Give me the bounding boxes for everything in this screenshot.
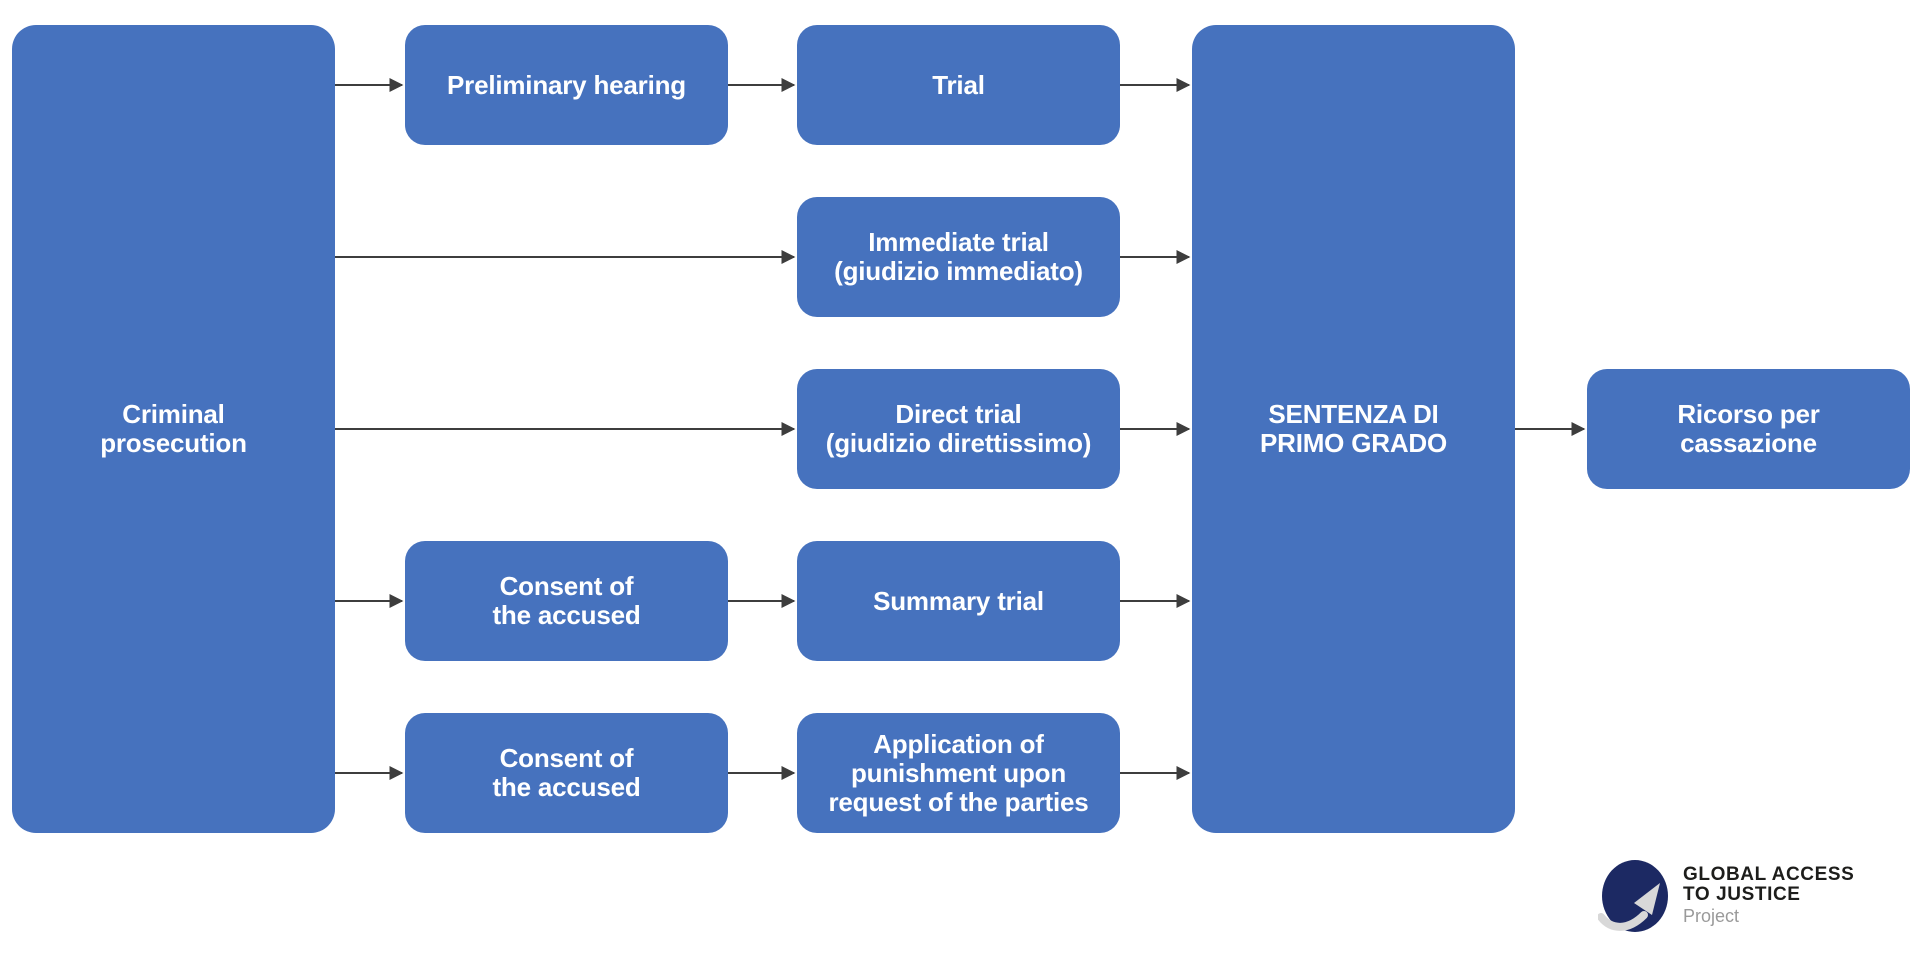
- logo-title-line1: GLOBAL ACCESS: [1683, 864, 1855, 885]
- global-access-to-justice-logo: GLOBAL ACCESS TO JUSTICE Project: [1598, 857, 1854, 935]
- node-preliminary-hearing: Preliminary hearing: [405, 25, 728, 145]
- node-ricorso-per-cassazione: Ricorso per cassazione: [1587, 369, 1910, 489]
- logo-subtitle: Project: [1683, 906, 1740, 926]
- growth-arrow-globe-icon: [1598, 860, 1668, 932]
- node-summary-trial: Summary trial: [797, 541, 1120, 661]
- node-sentenza-di-primo-grado: SENTENZA DI PRIMO GRADO: [1192, 25, 1515, 833]
- node-criminal-prosecution: Criminal prosecution: [12, 25, 335, 833]
- node-consent-of-the-accused-application: Consent of the accused: [405, 713, 728, 833]
- node-direct-trial: Direct trial (giudizio direttissimo): [797, 369, 1120, 489]
- node-application-of-punishment: Application of punishment upon request o…: [797, 713, 1120, 833]
- logo-title-line2: TO JUSTICE: [1683, 884, 1801, 905]
- logo-text: GLOBAL ACCESS TO JUSTICE Project: [1683, 865, 1854, 927]
- node-immediate-trial: Immediate trial (giudizio immediato): [797, 197, 1120, 317]
- node-trial: Trial: [797, 25, 1120, 145]
- node-consent-of-the-accused-summary: Consent of the accused: [405, 541, 728, 661]
